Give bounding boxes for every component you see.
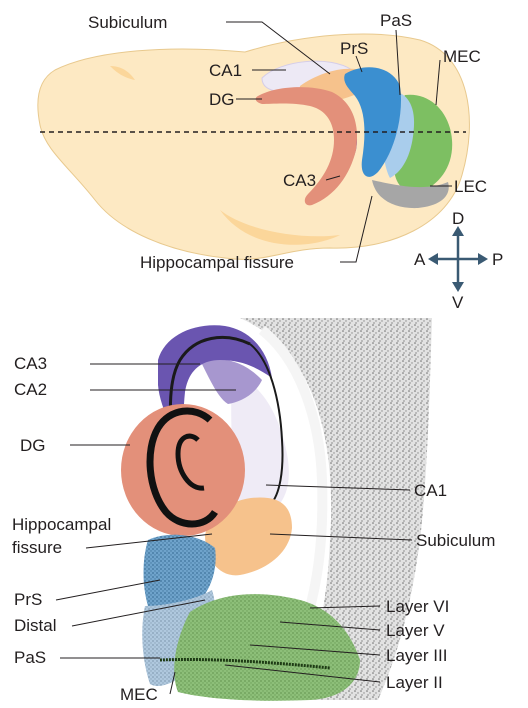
- arrow-down-icon: [452, 282, 464, 292]
- top-label-lec: LEC: [454, 177, 487, 196]
- top-panel-brain-schematic: Subiculum PaS PrS MEC CA1 DG CA3 LEC Hip…: [38, 11, 504, 312]
- section-label-ca3: CA3: [14, 354, 47, 373]
- section-label-ca2: CA2: [14, 380, 47, 399]
- section-label-pas: PaS: [14, 648, 46, 667]
- top-label-dg: DG: [209, 90, 235, 109]
- section-label-hippocampal-line1: Hippocampal: [12, 515, 111, 534]
- arrow-right-icon: [478, 253, 488, 265]
- compass-label-a: A: [414, 250, 426, 269]
- section-label-layer-vi: Layer VI: [386, 597, 449, 616]
- compass-label-d: D: [452, 209, 464, 228]
- top-label-ca3: CA3: [283, 171, 316, 190]
- section-label-hippocampal-line2: fissure: [12, 538, 62, 557]
- orientation-compass: D V A P: [414, 209, 503, 312]
- top-label-prs: PrS: [340, 39, 368, 58]
- bottom-panel-histology-section: CA3 CA2 DG Hippocampal fissure PrS Dista…: [12, 318, 495, 704]
- section-label-layer-v: Layer V: [386, 621, 445, 640]
- section-label-layer-iii: Layer III: [386, 646, 447, 665]
- top-label-mec: MEC: [443, 47, 481, 66]
- section-label-subiculum: Subiculum: [416, 531, 495, 550]
- top-label-ca1: CA1: [209, 61, 242, 80]
- arrow-left-icon: [428, 253, 438, 265]
- section-label-layer-ii: Layer II: [386, 673, 443, 692]
- section-label-mec: MEC: [120, 685, 158, 704]
- section-label-dg: DG: [20, 436, 46, 455]
- section-label-ca1: CA1: [414, 481, 447, 500]
- top-label-subiculum: Subiculum: [88, 13, 167, 32]
- prs-section-leader: [56, 580, 160, 600]
- compass-label-p: P: [492, 250, 503, 269]
- top-label-hippocampal-fissure: Hippocampal fissure: [140, 253, 294, 272]
- section-label-prs: PrS: [14, 590, 42, 609]
- compass-label-v: V: [452, 293, 464, 312]
- top-label-pas: PaS: [380, 11, 412, 30]
- section-label-distal: Distal: [14, 616, 57, 635]
